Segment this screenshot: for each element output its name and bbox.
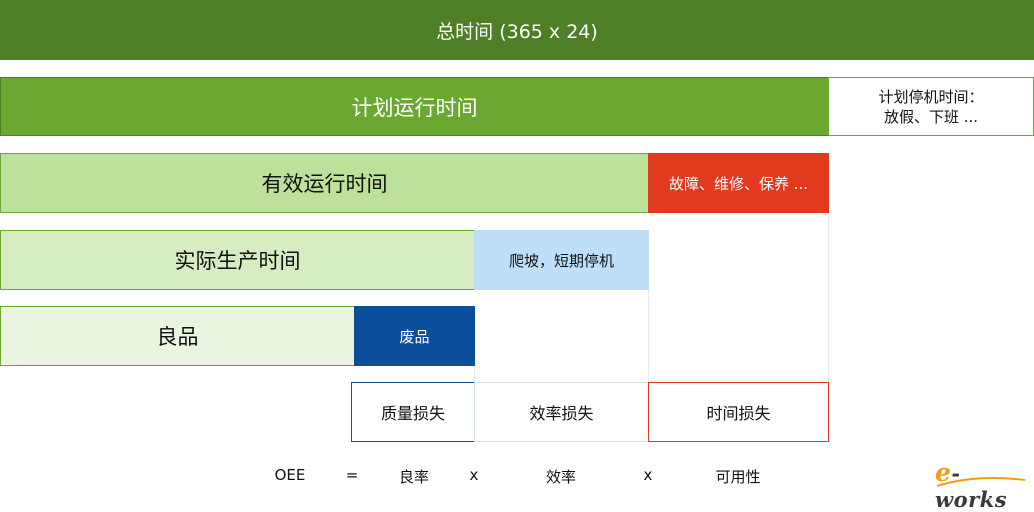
slowdown-stops-label: 爬坡，短期停机	[508, 251, 614, 270]
effective-run-time-bar: 有效运行时间	[0, 153, 649, 213]
efficiency-loss-label: 效率损失	[529, 404, 594, 423]
planned-run-time-label: 计划运行时间	[351, 95, 478, 120]
good-products-bar: 良品	[0, 306, 355, 366]
fault-maintenance-label: 故障、维修、保养 ...	[668, 174, 809, 193]
guide-line	[648, 290, 649, 382]
time-loss-label: 时间损失	[706, 404, 771, 423]
actual-production-time-bar: 实际生产时间	[0, 230, 475, 290]
formula-equals: =	[345, 466, 359, 484]
slowdown-stops-box: 爬坡，短期停机	[474, 230, 649, 290]
formula-oee: OEE	[274, 466, 306, 484]
planned-run-time-bar: 计划运行时间	[0, 77, 829, 136]
planned-stop-line2: 放假、下班 ...	[883, 107, 979, 126]
guide-line	[828, 213, 829, 382]
formula-times-2: x	[643, 466, 653, 484]
formula-times-1: x	[469, 466, 479, 484]
scrap-box: 废品	[354, 306, 475, 366]
formula-efficiency: 效率	[545, 468, 577, 486]
fault-maintenance-box: 故障、维修、保养 ...	[648, 153, 829, 213]
formula-availability: 可用性	[715, 468, 761, 486]
good-products-label: 良品	[156, 325, 199, 349]
guide-line	[474, 366, 475, 382]
quality-loss-label: 质量损失	[380, 404, 445, 423]
planned-stop-time-box: 计划停机时间： 放假、下班 ...	[828, 77, 1034, 136]
quality-loss-box: 质量损失	[351, 382, 475, 442]
formula-yield: 良率	[398, 468, 430, 486]
time-loss-box: 时间损失	[648, 382, 829, 442]
efficiency-loss-box: 效率损失	[474, 382, 649, 442]
logo-swoosh-icon	[936, 477, 1026, 487]
total-time-label: 总时间 (365 x 24)	[436, 20, 598, 43]
actual-production-time-label: 实际生产时间	[174, 249, 301, 273]
effective-run-time-label: 有效运行时间	[261, 172, 388, 196]
scrap-label: 废品	[399, 327, 430, 346]
e-works-logo: e-works	[935, 458, 1027, 512]
logo-wordmark: e-works	[935, 458, 1008, 512]
planned-stop-line1: 计划停机时间：	[878, 87, 984, 106]
total-time-bar: 总时间 (365 x 24)	[0, 0, 1034, 60]
